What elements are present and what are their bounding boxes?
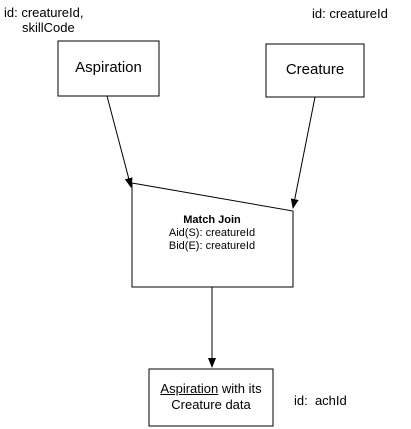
match-join-title: Match Join (183, 214, 241, 226)
result-id-label: id: achId (294, 393, 347, 408)
result-line1-rest: with its (218, 381, 262, 396)
edge-aspiration-to-match-join (106, 95, 133, 188)
aspiration-label: Aspiration (75, 59, 142, 76)
result-box (148, 368, 274, 427)
edge-creature-to-match-join (290, 96, 316, 209)
match-join-line2: Bid(E): creatureId (168, 240, 256, 252)
creature-box (265, 43, 365, 98)
match-join-line1: Aid(S): creatureId (168, 227, 256, 239)
match-join-shape (131, 182, 294, 288)
result-underlined-word: Aspiration (160, 381, 219, 396)
result-line2: Creature data (171, 397, 251, 412)
result-line1: Aspiration with its (149, 381, 273, 397)
aspiration-id-line2: skillCode (22, 20, 75, 35)
creature-label: Creature (285, 61, 345, 78)
match-join-text: Match Join Aid(S): creatureId Bid(E): cr… (147, 214, 277, 253)
result-text: Aspiration with its Creature data (149, 381, 273, 413)
aspiration-id-line1: id: creatureId, (4, 5, 84, 20)
aspiration-id-label: id: creatureId, skillCode (4, 5, 84, 35)
aspiration-box (57, 40, 160, 97)
creature-id-label: id: creatureId (312, 6, 388, 21)
